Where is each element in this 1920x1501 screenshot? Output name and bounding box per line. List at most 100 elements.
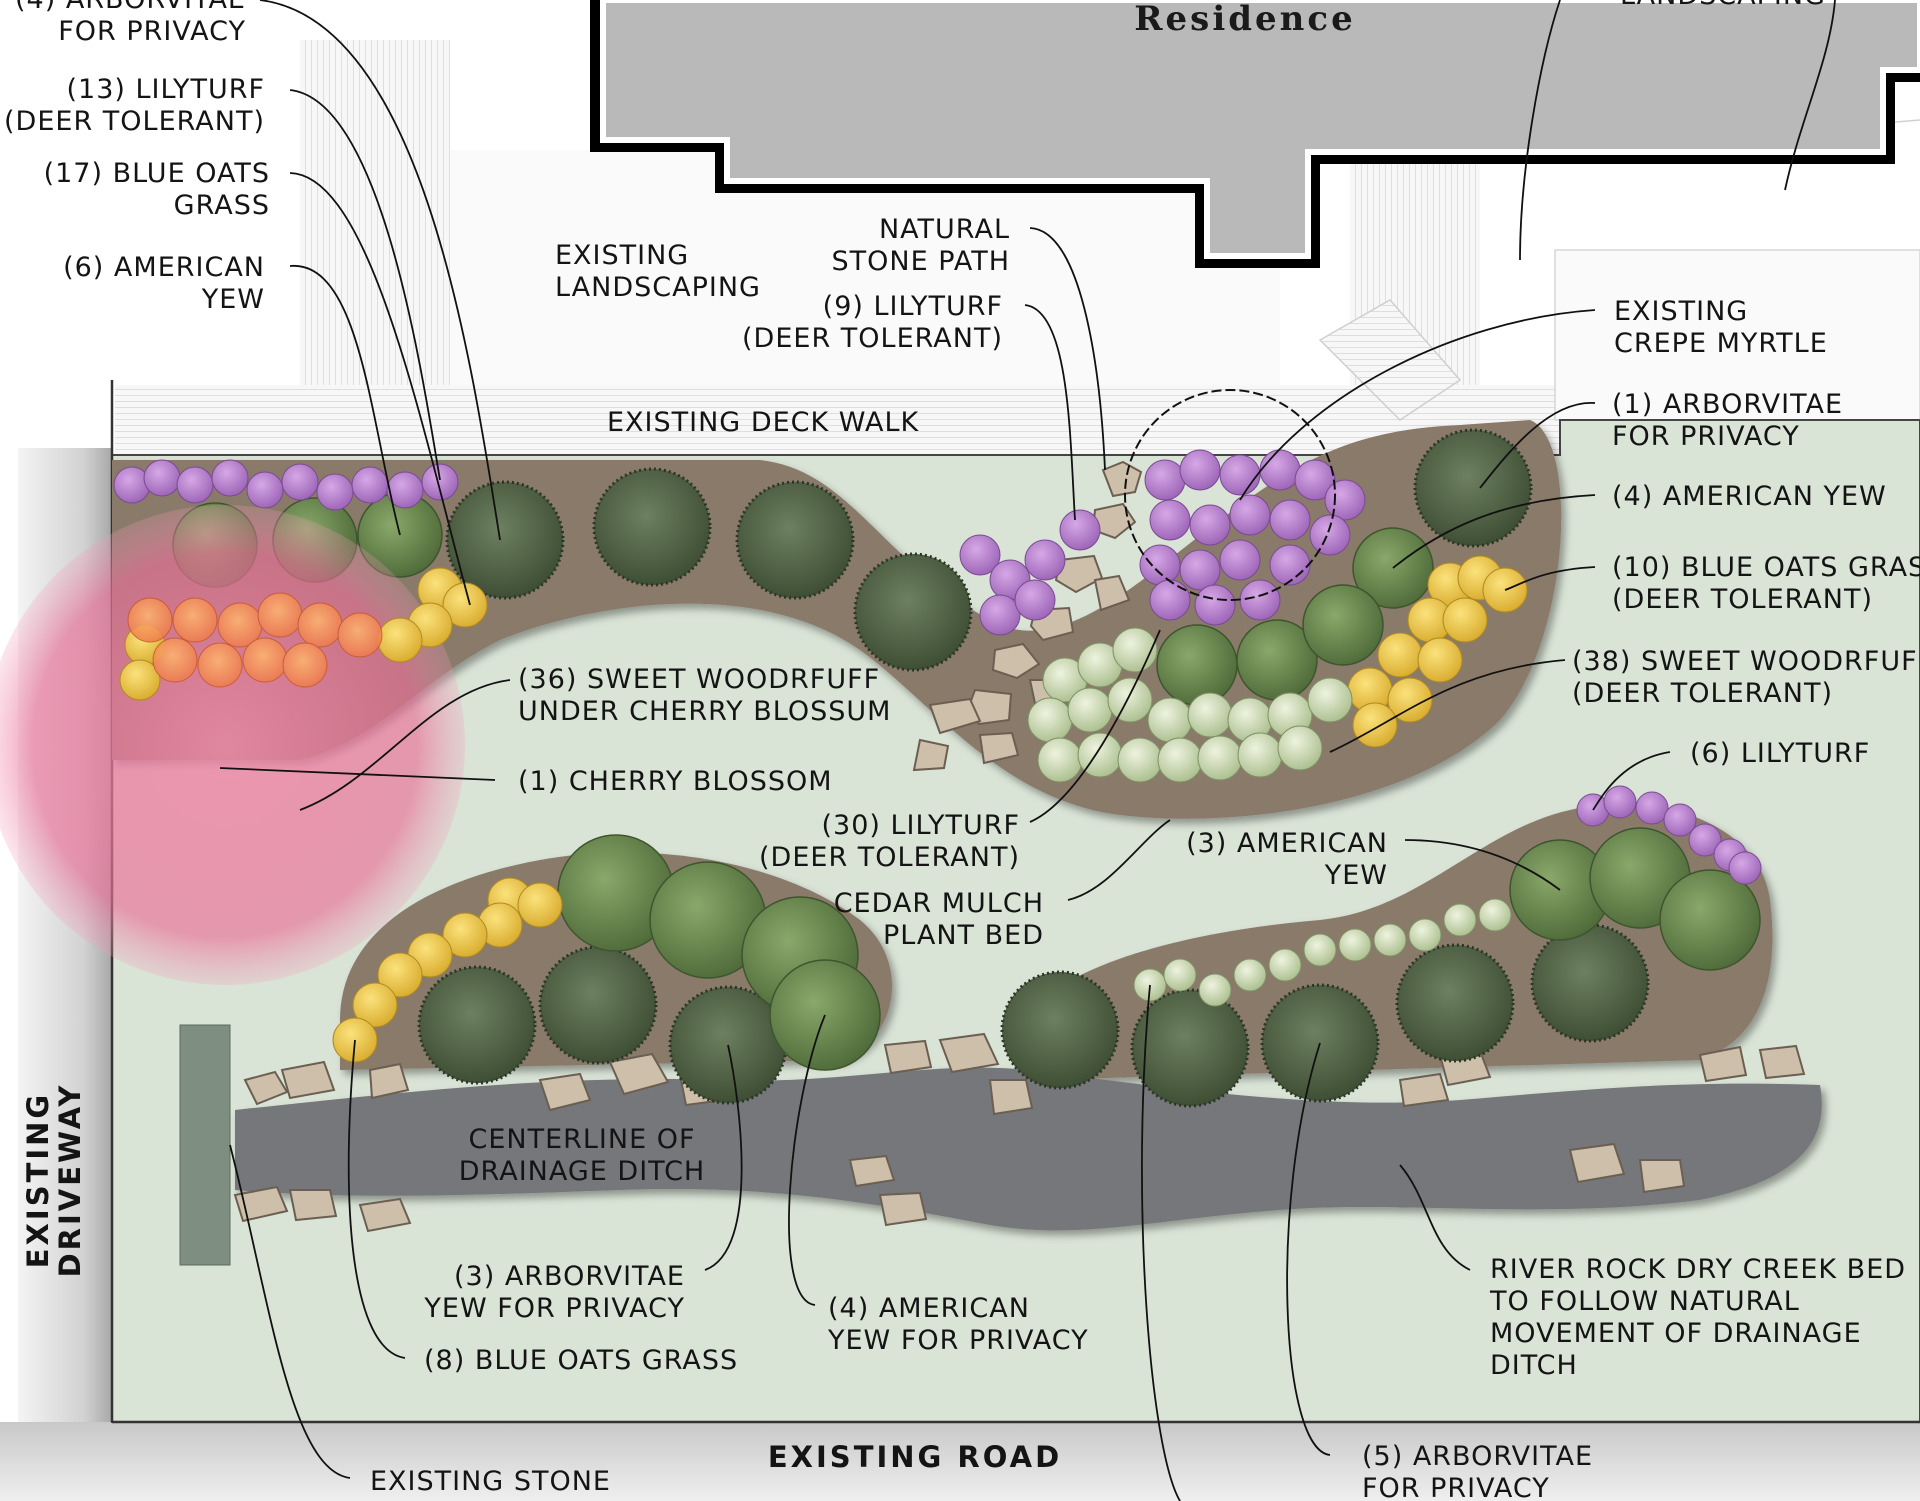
sweet-woodruff-icon	[1067, 687, 1113, 733]
lilyturf-icon	[1309, 514, 1351, 556]
american-yew-icon	[1659, 869, 1761, 971]
callout-line: (8) BLUE OATS GRASS	[424, 1345, 738, 1376]
lilyturf-icon	[1024, 539, 1066, 581]
callout-line: GRASS	[174, 190, 270, 221]
lilyturf-icon	[1194, 584, 1236, 626]
callout-line: (36) SWEET WOODRFUFF	[518, 664, 880, 695]
sweet-woodruff-icon	[1443, 903, 1477, 937]
lilyturf-icon	[1269, 544, 1311, 586]
blue-oats-grass-icon	[1417, 637, 1463, 683]
deck-left	[300, 40, 450, 385]
callout-line: CEDAR MULCH	[834, 888, 1044, 919]
arborvitae-icon	[538, 945, 658, 1065]
callout-line: UNDER CHERRY BLOSSUM	[518, 696, 891, 727]
sweet-woodruff-icon	[1163, 958, 1197, 992]
residence-roof	[600, 0, 1920, 259]
callout-line: FOR PRIVACY	[1612, 421, 1800, 452]
lilyturf-icon	[1059, 509, 1101, 551]
callout-line: (30) LILYTURF	[821, 810, 1020, 841]
existing-stone	[179, 1024, 231, 1266]
callout-line: (DEER TOLERANT)	[759, 842, 1020, 873]
leader-lines	[219, 0, 1836, 1501]
callout-line: (DEER TOLERANT)	[1572, 678, 1833, 709]
sweet-woodruff-icon	[1037, 737, 1083, 783]
callout-line: (4) AMERICAN YEW	[1612, 481, 1887, 512]
callout-line: (4) ARBORVITAE	[15, 0, 246, 15]
callout-line: YEW	[1324, 860, 1388, 891]
callout-line: LANDSCAPING	[555, 272, 761, 303]
callout-line: (DEER TOLERANT)	[1612, 584, 1873, 615]
lilyturf-icon	[143, 459, 181, 497]
callout-line: CREPE MYRTLE	[1614, 328, 1828, 359]
lilyturf-icon	[1603, 785, 1637, 819]
callout-line: FOR PRIVACY	[58, 16, 246, 47]
callout-line: (3) ARBORVITAE	[454, 1261, 685, 1292]
callout-line: (17) BLUE OATS	[44, 158, 270, 189]
lilyturf-group	[113, 449, 1762, 885]
sweet-woodruff-icon	[1117, 737, 1163, 783]
stepping-stones	[233, 460, 1806, 1233]
arborvitae-icon	[1395, 943, 1515, 1063]
lilyturf-icon	[1219, 539, 1261, 581]
crepe-myrtle-icon	[1124, 389, 1336, 601]
lilyturf-icon	[1144, 459, 1186, 501]
blue-oats-grass-icon	[1442, 597, 1488, 643]
arborvitae-icon	[592, 467, 712, 587]
lilyturf-icon	[1149, 579, 1191, 621]
sweet-woodruff-icon	[1408, 918, 1442, 952]
road-label: EXISTING ROAD	[768, 1440, 1062, 1474]
lilyturf-icon	[1259, 449, 1301, 491]
callout-line: (1) CHERRY BLOSSOM	[518, 766, 833, 797]
callout-label-existing-landscaping-right: LANDSCAPING	[1620, 0, 1826, 11]
arborvitae-icon	[1530, 923, 1650, 1043]
callout-line: EXISTING	[1614, 296, 1748, 327]
sweet-woodruff-icon	[1373, 923, 1407, 957]
arborvitae-icon	[1413, 428, 1533, 548]
sweet-woodruff-icon	[1027, 697, 1073, 743]
lilyturf-icon	[211, 459, 249, 497]
callout-line: (3) AMERICAN	[1186, 828, 1388, 859]
blue-oats-grass-icon	[377, 952, 423, 998]
callout-label-blue-oats-10: (10) BLUE OATS GRASS(DEER TOLERANT)	[1612, 552, 1920, 615]
dry-creek-bed	[235, 1067, 1822, 1231]
lilyturf-icon	[1219, 454, 1261, 496]
callout-line: PLANT BED	[883, 920, 1044, 951]
lilyturf-icon	[1149, 499, 1191, 541]
blue-oats-grass-icon	[442, 912, 488, 958]
sweet-woodruff-icon	[1237, 732, 1283, 778]
lilyturf-icon	[176, 466, 214, 504]
callout-line: YEW FOR PRIVACY	[827, 1325, 1089, 1356]
lilyturf-icon	[386, 471, 424, 509]
arborvitae-icon	[1000, 970, 1120, 1090]
arborvitae-group	[417, 428, 1650, 1108]
lilyturf-icon	[316, 473, 354, 511]
callout-line: (10) BLUE OATS GRASS	[1612, 552, 1920, 583]
callout-label-existing-stone: EXISTING STONE	[370, 1466, 611, 1497]
lilyturf-icon	[246, 471, 284, 509]
lilyturf-icon	[281, 463, 319, 501]
callout-line: (6) AMERICAN	[63, 252, 265, 283]
lilyturf-icon	[959, 534, 1001, 576]
existing-road	[0, 1422, 1920, 1501]
callout-line: (13) LILYTURF	[66, 74, 265, 105]
arborvitae-icon	[853, 552, 973, 672]
lilyturf-icon	[1269, 499, 1311, 541]
callout-line: EXISTING STONE	[370, 1466, 611, 1497]
callout-line: YEW FOR PRIVACY	[423, 1293, 685, 1324]
sweet-woodruff-icon	[1338, 928, 1372, 962]
lilyturf-icon	[351, 466, 389, 504]
sweet-woodruff-icon	[1187, 692, 1233, 738]
sweet-woodruff-icon	[1233, 958, 1267, 992]
callout-line: (9) LILYTURF	[823, 291, 1003, 322]
callout-line: (DEER TOLERANT)	[742, 323, 1003, 354]
sweet-woodruff-icon	[1197, 735, 1243, 781]
callout-label-lilyturf-30: (30) LILYTURF(DEER TOLERANT)	[759, 810, 1020, 873]
sweet-woodruff-icon	[1198, 973, 1232, 1007]
driveway-label-line-2: DRIVEWAY	[53, 1083, 87, 1278]
